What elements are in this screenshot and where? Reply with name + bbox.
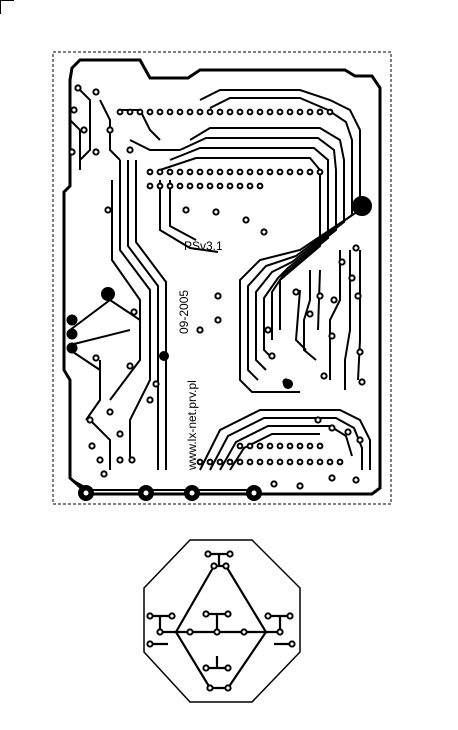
connector-pads: [78, 485, 262, 501]
octagon-board: [143, 539, 301, 703]
ic-pad-rows: [68, 84, 366, 490]
board-url-label: www.lx-net.prv.pl: [185, 380, 199, 471]
octagon-outline: [143, 539, 301, 703]
trace-bus-right: [294, 250, 361, 390]
board-date-label: 09-2005: [177, 290, 191, 334]
ground-border-trace: [62, 58, 382, 496]
board-version-label: PSv3.1: [184, 239, 223, 253]
corner-mark: [0, 0, 14, 14]
octagon-traces: [150, 552, 292, 690]
main-board: PSv3.1 09-2005 www.lx-net.prv.pl: [52, 51, 392, 505]
ic-top-row: [116, 108, 334, 116]
trace-bus-middle: [239, 180, 361, 393]
octagon-pads: [146, 550, 296, 692]
trace-bus-lower: [69, 298, 371, 491]
ic-bottom-row: [196, 442, 344, 466]
scattered-pads: [68, 84, 366, 490]
large-pads: [66, 196, 372, 389]
ic-second-row: [146, 168, 324, 190]
trace-bus-left: [109, 160, 219, 470]
